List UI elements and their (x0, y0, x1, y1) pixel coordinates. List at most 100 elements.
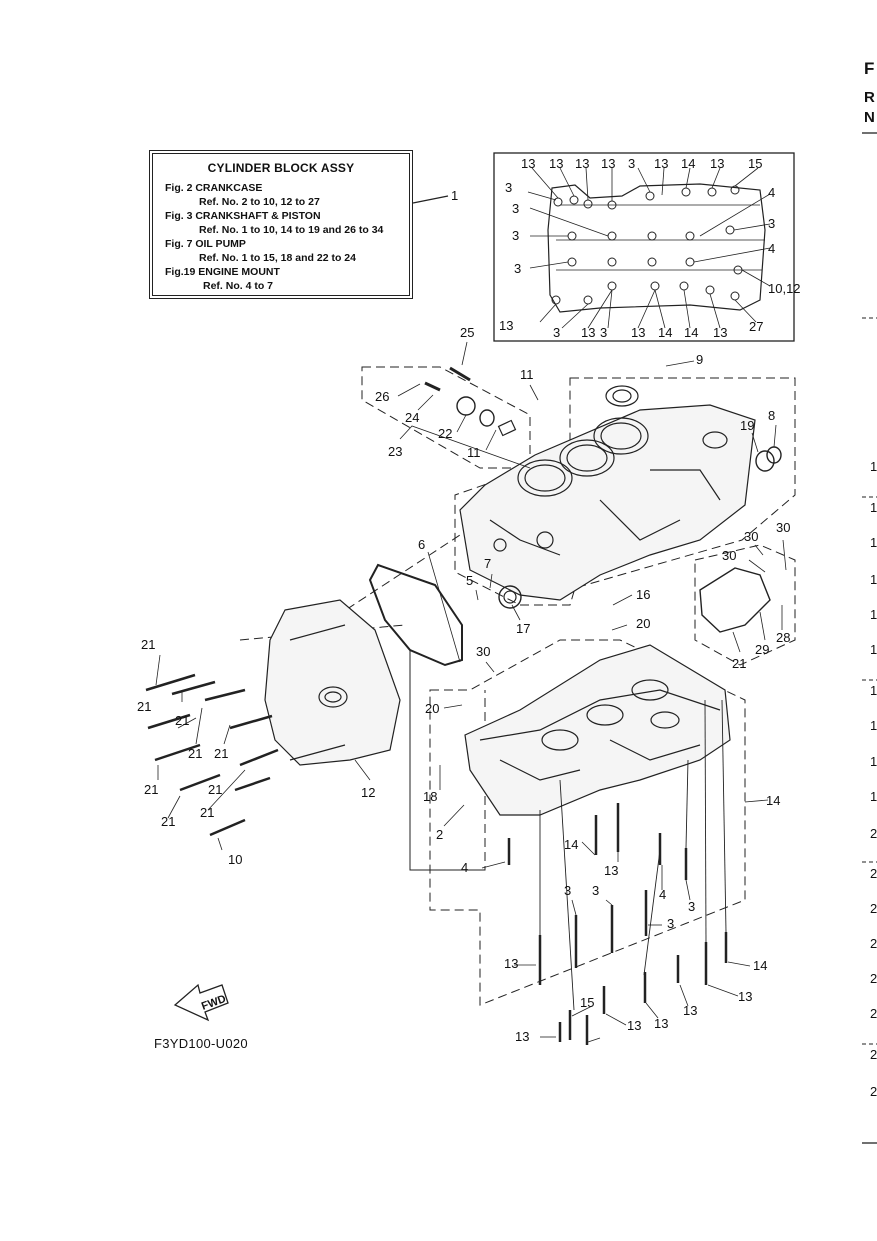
figure-code: F3YD100-U020 (154, 1036, 248, 1051)
part-callout: 13 (627, 1018, 642, 1033)
margin-number: 1 (870, 642, 877, 657)
margin-number: 2 (870, 1084, 877, 1099)
part-callout: 13 (631, 325, 646, 340)
part-callout: 20 (425, 701, 440, 716)
margin-letter-n: N (864, 109, 875, 126)
part-callout: 4 (659, 887, 667, 902)
part-callout: 30 (722, 548, 737, 563)
margin-number: 2 (870, 826, 877, 841)
part-callout: 13 (683, 1003, 698, 1018)
part-callout: 13 (738, 989, 753, 1004)
part-callout: 20 (636, 616, 651, 631)
part-callout: 14 (681, 156, 696, 171)
gasket-19-drawing (368, 563, 463, 667)
part-callout: 4 (768, 241, 776, 256)
lower-crankcase-drawing (464, 644, 731, 816)
part-callout: 21 (141, 637, 156, 652)
part-callout: 3 (688, 899, 696, 914)
part-callout: 14 (753, 958, 768, 973)
part-callout: 30 (476, 644, 491, 659)
part-callout: 21 (188, 746, 203, 761)
part-callout: 13 (604, 863, 619, 878)
margin-number: 2 (870, 866, 877, 881)
part-callout: 21 (144, 782, 159, 797)
part-callout: 15 (748, 156, 763, 171)
part-callout: 30 (776, 520, 791, 535)
part-callout: 3 (564, 883, 572, 898)
margin-number: 1 (870, 718, 877, 733)
part-callout: 25 (460, 325, 475, 340)
legend-fig3: Fig. 3 CRANKSHAFT & PISTON (165, 210, 321, 222)
part-callout: 10 (228, 852, 243, 867)
legend-fig7: Fig. 7 OIL PUMP (165, 238, 246, 250)
part-callout: 3 (667, 916, 675, 931)
margin-number: 1 (870, 683, 877, 698)
legend-fig3-ref: Ref. No. 1 to 10, 14 to 19 and 26 to 34 (199, 224, 384, 236)
part-callout: 13 (581, 325, 596, 340)
margin-number: 2 (870, 1047, 877, 1062)
part-callout: 3 (628, 156, 636, 171)
margin-number: 1 (870, 754, 877, 769)
margin-letter-r: R (864, 89, 875, 106)
part-callout: 13 (710, 156, 725, 171)
part-callout: 21 (161, 814, 176, 829)
margin-number: 1 (870, 535, 877, 550)
margin-letter-f: F (864, 59, 875, 78)
part-callout: 14 (658, 325, 673, 340)
part-callout: 27 (749, 319, 764, 334)
part-callout: 28 (776, 630, 791, 645)
part-callout: 21 (214, 746, 229, 761)
part-callout: 3 (512, 228, 520, 243)
part-callout: 1 (451, 188, 459, 203)
legend-fig7-ref: Ref. No. 1 to 15, 18 and 22 to 24 (199, 252, 356, 264)
part-callout: 13 (549, 156, 564, 171)
part-callout: 21 (137, 699, 152, 714)
part-callout: 6 (418, 537, 426, 552)
part-callout: 10,12 (768, 281, 801, 296)
part-callout: 13 (654, 1016, 669, 1031)
part-callout: 16 (636, 587, 651, 602)
part-callout: 13 (504, 956, 519, 971)
part-callout: 13 (575, 156, 590, 171)
margin-number: 2 (870, 971, 877, 986)
part-callout: 14 (684, 325, 699, 340)
part-callout: 5 (466, 573, 474, 588)
bolt-pattern-inset-frame (493, 152, 795, 342)
part-callout: 8 (768, 408, 776, 423)
part-callout: 13 (515, 1029, 530, 1044)
part-callout: 7 (484, 556, 492, 571)
part-callout: 22 (438, 426, 453, 441)
legend-fig2: Fig. 2 CRANKCASE (165, 182, 263, 194)
upper-crankcase-drawing (459, 385, 756, 601)
part-callout: 11 (520, 367, 534, 382)
part-callout: 17 (516, 621, 531, 636)
margin-number: 1 (870, 572, 877, 587)
margin-number: 2 (870, 1006, 877, 1021)
part-callout: 23 (388, 444, 403, 459)
part-callout: 21 (175, 713, 190, 728)
part-callout: 3 (600, 325, 608, 340)
part-callout: 11 (467, 445, 481, 460)
part-callout: 24 (405, 410, 420, 425)
margin-number: 2 (870, 901, 877, 916)
part-callout: 3 (768, 216, 776, 231)
part-callout: 13 (499, 318, 514, 333)
part-callout: 14 (766, 793, 781, 808)
cylinder-block-legend: CYLINDER BLOCK ASSY Fig. 2 CRANKCASE Ref… (149, 150, 413, 299)
part-callout: 9 (696, 352, 704, 367)
part-callout: 18 (423, 789, 438, 804)
cover-29-drawing (699, 567, 771, 633)
part-callout: 21 (732, 656, 747, 671)
crankcase-lower-frame (429, 639, 746, 1006)
part-callout: 3 (505, 180, 513, 195)
part-callout: 4 (768, 185, 776, 200)
margin-number: 1 (870, 459, 877, 474)
left-crankcase-cover-drawing (264, 599, 401, 766)
cover-29-frame (694, 544, 796, 666)
part-callout: 14 (564, 837, 579, 852)
part-callout: 26 (375, 389, 390, 404)
part-callout: 13 (521, 156, 536, 171)
margin-number: 2 (870, 936, 877, 951)
margin-number: 1 (870, 607, 877, 622)
